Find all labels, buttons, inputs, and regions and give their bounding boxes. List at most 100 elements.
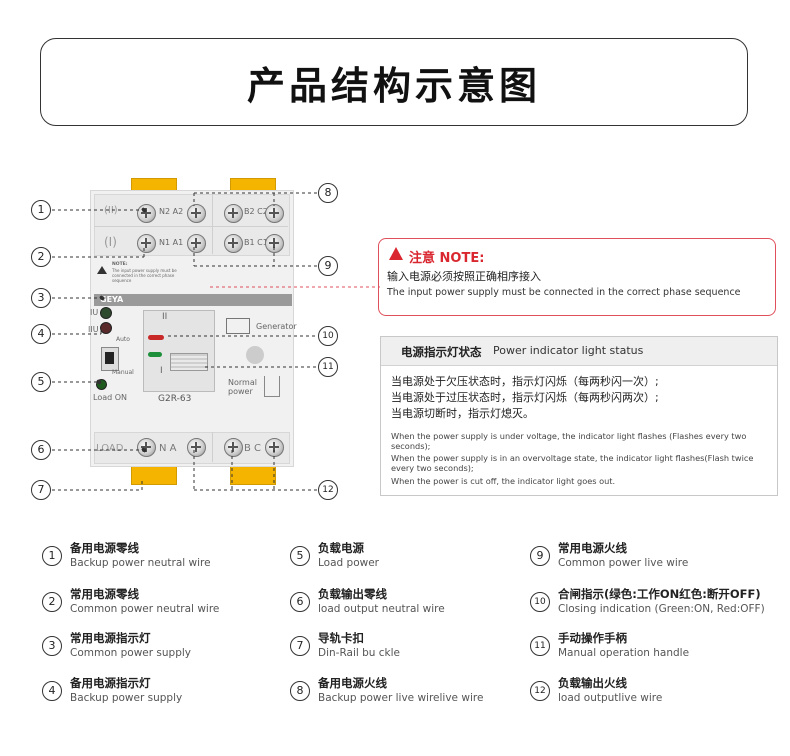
top-row1-right-terms: B2 C2 [244, 207, 268, 216]
legend-cn: 负载电源 [318, 541, 364, 555]
device-warning-icon [97, 266, 107, 274]
legend-cn: 负载输出零线 [318, 587, 387, 601]
status-header: 电源指示灯状态 Power indicator light status [381, 337, 777, 366]
legend-cn: 备用电源零线 [70, 541, 139, 555]
load-on-label: Load ON [93, 393, 128, 402]
legend-num: 5 [290, 546, 310, 566]
note-en: The input power supply must be connected… [387, 287, 741, 298]
callout-2: 2 [31, 247, 51, 267]
bottom-right-terms: B C [244, 443, 262, 454]
top-row2-left-label: (I) [104, 235, 117, 249]
callout-10: 10 [318, 326, 338, 346]
screw-b1 [224, 234, 243, 253]
legend-cn: 负载输出火线 [558, 676, 627, 690]
iu-label: IU [90, 308, 99, 317]
iu-indicator-light [100, 307, 112, 319]
top-row2-left-terms: N1 A1 [159, 238, 184, 247]
handle-i-label: I [160, 366, 163, 376]
legend-num: 6 [290, 592, 310, 612]
top-row1-left-label: (II) [104, 205, 118, 216]
legend-en: Backup power supply [70, 692, 183, 704]
closing-indicator-green [148, 352, 162, 357]
brand-label: GEYA [100, 295, 124, 304]
mode-switch[interactable] [101, 347, 119, 371]
legend-en: Closing indication (Green:ON, Red:OFF) [558, 603, 765, 615]
status-header-en: Power indicator light status [493, 344, 644, 357]
note-cn: 输入电源必须按照正确相序接入 [387, 270, 541, 283]
device-diagram: (II) N2 A2 B2 C2 (I) N1 A1 B1 C1 NOTE: T… [0, 0, 380, 520]
legend-num: 10 [530, 592, 550, 612]
legend-num: 11 [530, 636, 550, 656]
legend-cn: 常用电源火线 [558, 541, 627, 555]
legend-num: 4 [42, 681, 62, 701]
device-note-title: NOTE: [112, 262, 128, 267]
handle-ii-label: II [162, 312, 168, 322]
status-cn-2: 当电源处于过压状态时，指示灯闪烁（每两秒闪两次）; [391, 391, 659, 404]
screw-c2 [265, 204, 284, 223]
handle-window [143, 310, 215, 392]
screw-n1 [137, 234, 156, 253]
legend-cn: 合闸指示(绿色:工作ON红色:断开OFF) [558, 587, 761, 601]
callout-9: 9 [318, 256, 338, 276]
load-on-indicator-light [96, 379, 107, 390]
screw-n2 [137, 204, 156, 223]
callout-11: 11 [318, 357, 338, 377]
legend-en: load output neutral wire [318, 603, 445, 615]
legend-cn: 常用电源指示灯 [70, 631, 151, 645]
generator-label: Generator [256, 322, 297, 331]
callout-4: 4 [31, 324, 51, 344]
closing-indicator-red [148, 335, 164, 340]
status-header-cn: 电源指示灯状态 [401, 345, 482, 359]
warning-icon [389, 247, 403, 260]
page-title: 产品结构示意图 [246, 63, 541, 108]
status-en-1: When the power supply is under voltage, … [391, 431, 747, 451]
switch-symbol-icon [246, 346, 264, 364]
legend-cn: 手动操作手柄 [558, 631, 627, 645]
legend-cn: 备用电源火线 [318, 676, 387, 690]
title-box: 产品结构示意图 [40, 38, 748, 126]
screw-a2 [187, 204, 206, 223]
screw-load-a [187, 438, 206, 457]
callout-8: 8 [318, 183, 338, 203]
legend-num: 8 [290, 681, 310, 701]
legend-en: Common power live wire [558, 557, 689, 569]
device-note-text: The input power supply must be connected… [112, 268, 177, 283]
status-cn-1: 当电源处于欠压状态时，指示灯闪烁（每两秒闪一次）; [391, 375, 659, 388]
status-en-2: When the power supply is in an overvolta… [391, 453, 754, 473]
callout-7: 7 [31, 480, 51, 500]
callout-12: 12 [318, 480, 338, 500]
legend-num: 9 [530, 546, 550, 566]
screw-load-b [224, 438, 243, 457]
legend-cn: 导轨卡扣 [318, 631, 364, 645]
bottom-left-terms: N A [159, 443, 177, 454]
callout-3: 3 [31, 288, 51, 308]
model-label: G2R-63 [158, 394, 192, 404]
legend-en: Manual operation handle [558, 647, 690, 659]
generator-icon [226, 318, 250, 334]
legend-num: 1 [42, 546, 62, 566]
status-cn-3: 当电源切断时，指示灯熄灭。 [391, 407, 534, 420]
legend-en: Common power neutral wire [70, 603, 220, 615]
legend-en: Din-Rail bu ckle [318, 647, 401, 659]
screw-c1 [265, 234, 284, 253]
status-en-3: When the power is cut off, the indicator… [391, 476, 616, 486]
legend-cn: 备用电源指示灯 [70, 676, 151, 690]
callout-1: 1 [31, 200, 51, 220]
manual-label: Manual [112, 369, 134, 376]
legend-en: load outputlive wire [558, 692, 663, 704]
normal-power-label: Normal power [228, 378, 257, 396]
legend-num: 12 [530, 681, 550, 701]
auto-label: Auto [116, 336, 130, 343]
screw-b2 [224, 204, 243, 223]
screw-load-n [137, 438, 156, 457]
top-row1-left-terms: N2 A2 [159, 207, 184, 216]
manual-handle[interactable] [170, 353, 208, 371]
legend-num: 3 [42, 636, 62, 656]
tower-icon [264, 376, 280, 397]
leader-lines [52, 192, 380, 491]
callout-5: 5 [31, 372, 51, 392]
iiu-indicator-light [100, 322, 112, 334]
legend-en: Common power supply [70, 647, 192, 659]
legend-en: Backup power live wirelive wire [318, 692, 484, 704]
bottom-load-label: LOAD [96, 443, 124, 454]
